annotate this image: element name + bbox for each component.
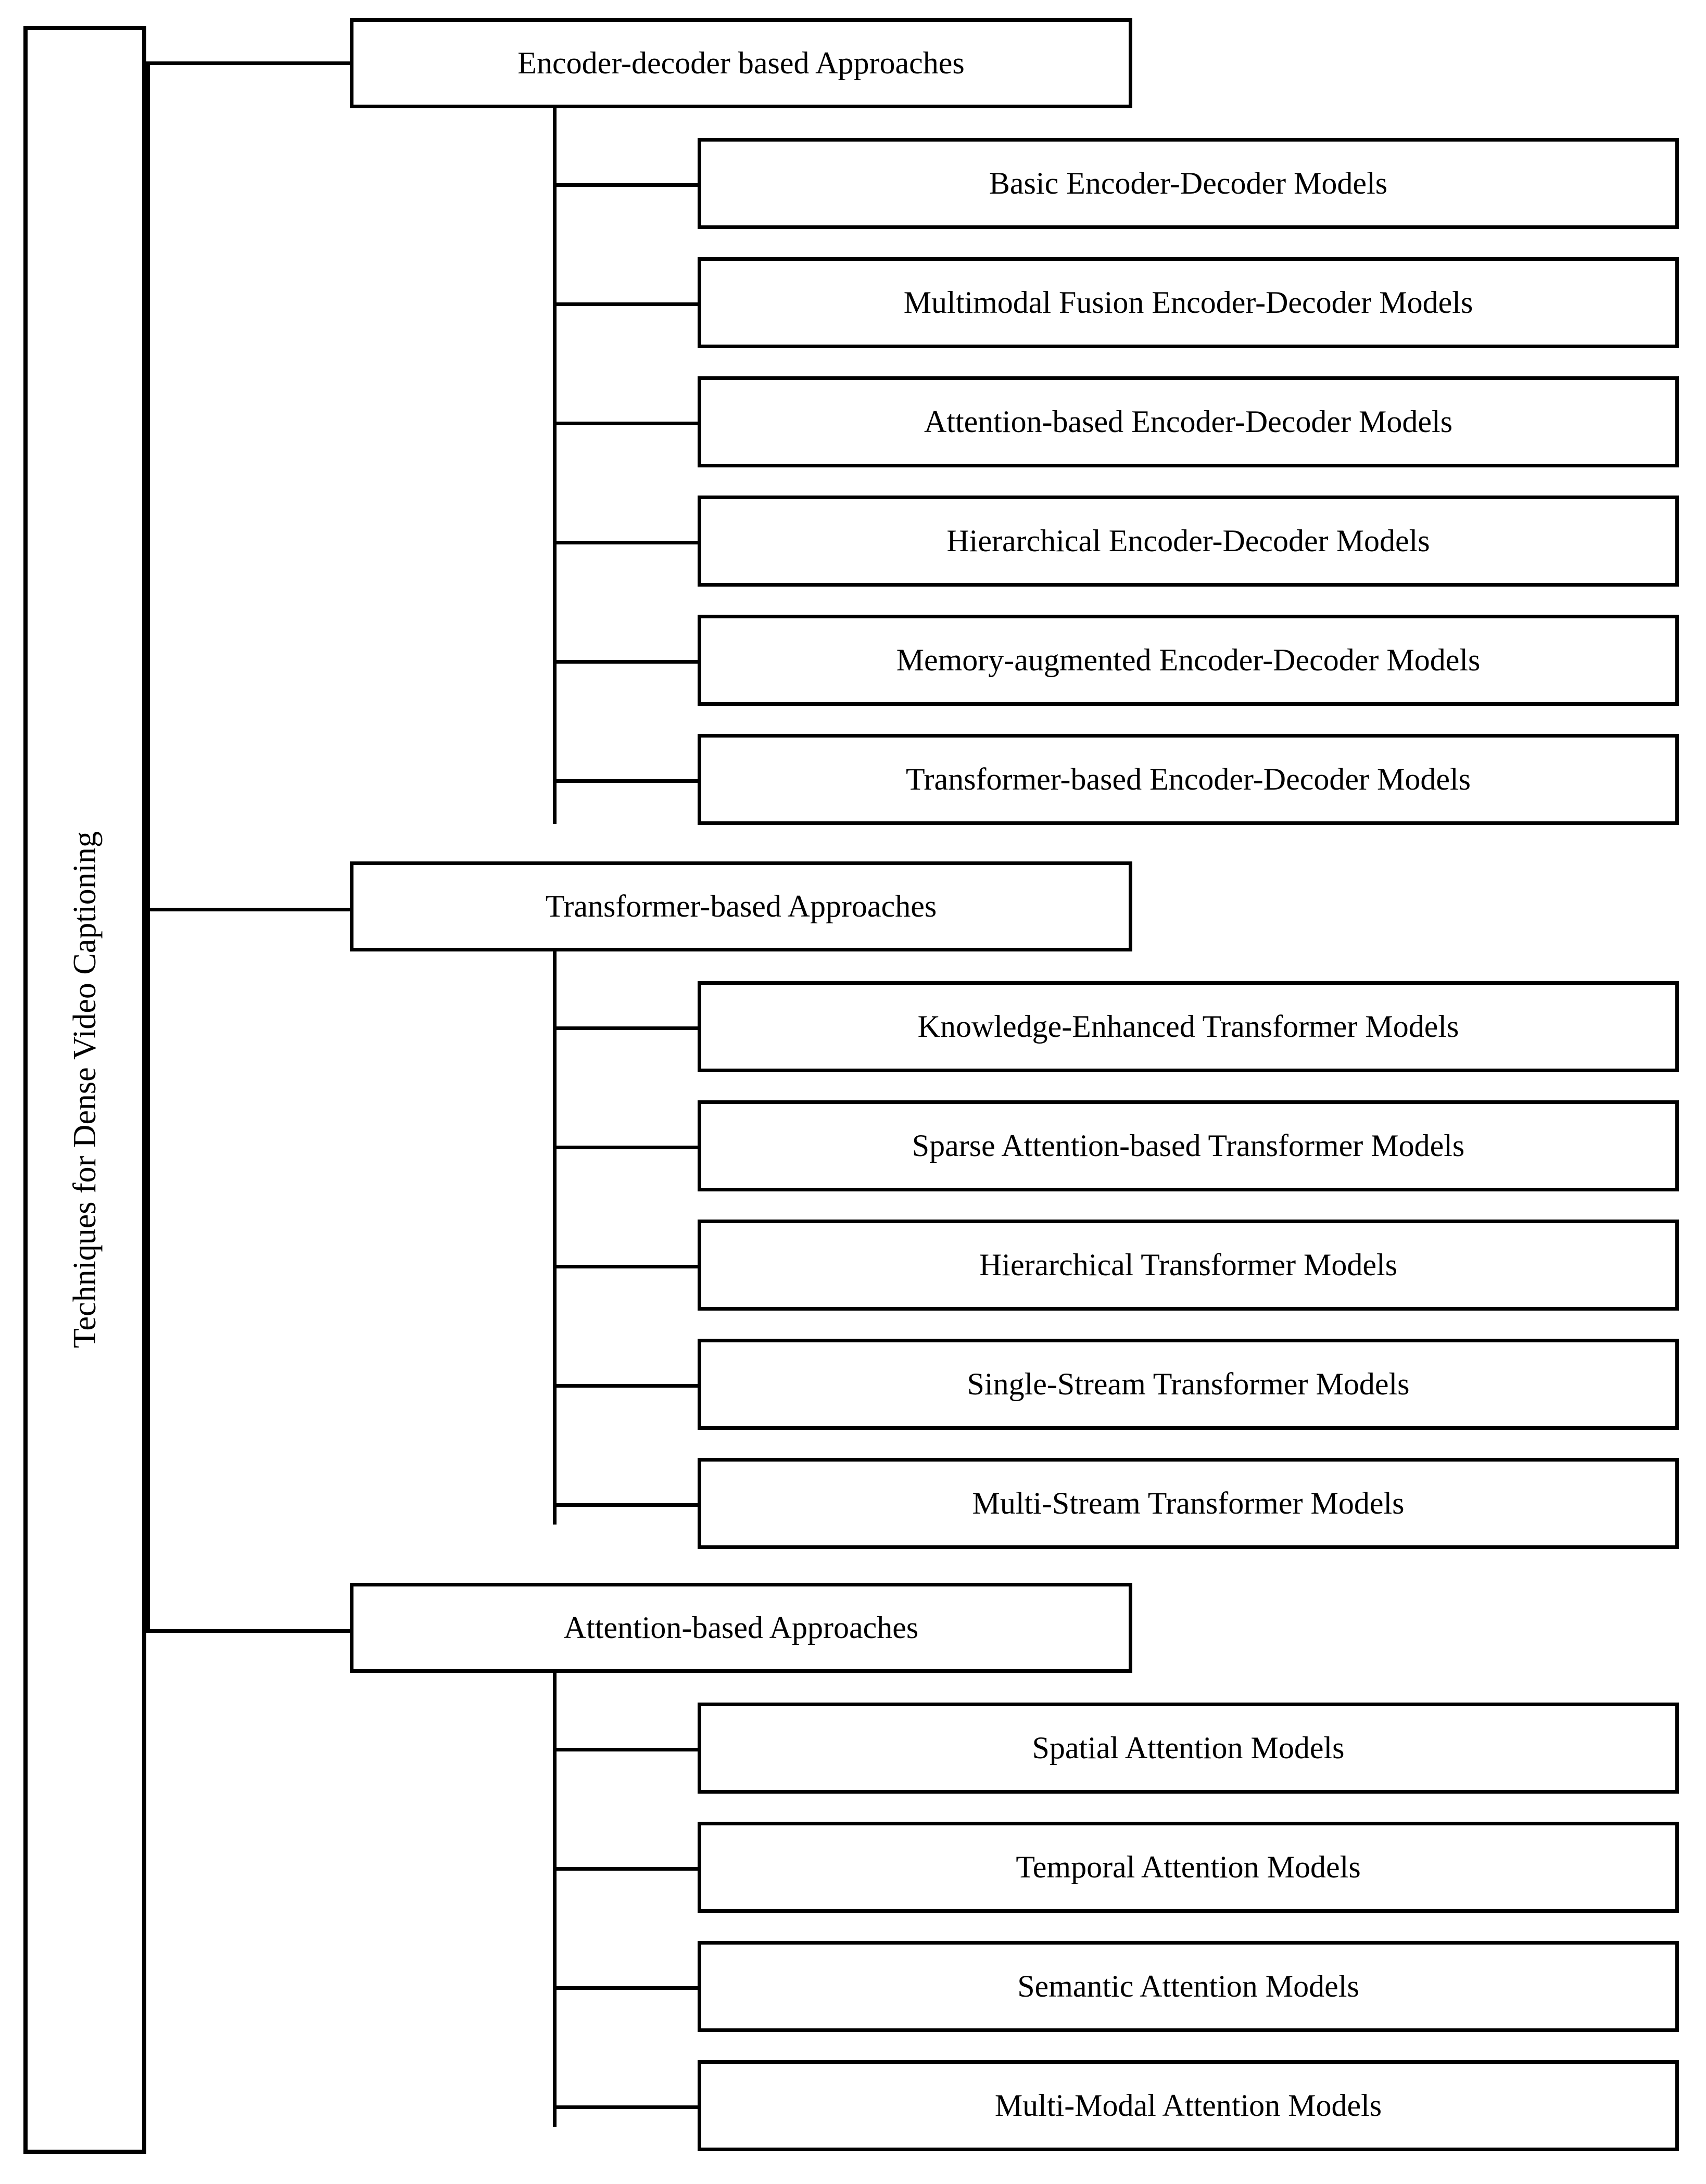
leaf-node-label: Multimodal Fusion Encoder-Decoder Models [903, 285, 1473, 320]
leaf-node-semantic-attention-models[interactable]: Semantic Attention Models [698, 1941, 1679, 2032]
leaf-node-attention-based-encoder-decoder-models[interactable]: Attention-based Encoder-Decoder Models [698, 376, 1679, 467]
category-2-child-5-line [553, 1503, 701, 1507]
category-node-encoder-decoder-based-approaches[interactable]: Encoder-decoder based Approaches [350, 18, 1132, 108]
leaf-node-multi-stream-transformer-models[interactable]: Multi-Stream Transformer Models [698, 1458, 1679, 1549]
root-to-category-1-line [146, 61, 352, 65]
leaf-node-label: Knowledge-Enhanced Transformer Models [917, 1009, 1459, 1044]
leaf-node-label: Hierarchical Transformer Models [979, 1248, 1398, 1282]
category-1-child-4-line [553, 541, 701, 544]
category-2-child-2-line [553, 1146, 701, 1149]
leaf-node-memory-augmented-encoder-decoder-models[interactable]: Memory-augmented Encoder-Decoder Models [698, 615, 1679, 706]
category-node-label: Transformer-based Approaches [545, 889, 937, 923]
leaf-node-label: Attention-based Encoder-Decoder Models [924, 404, 1453, 439]
category-3-child-4-line [553, 2105, 701, 2109]
category-1-child-2-line [553, 302, 701, 306]
leaf-node-multimodal-fusion-encoder-decoder-models[interactable]: Multimodal Fusion Encoder-Decoder Models [698, 257, 1679, 348]
leaf-node-label: Transformer-based Encoder-Decoder Models [905, 762, 1471, 796]
category-3-trunk-line [553, 1673, 557, 2127]
leaf-node-single-stream-transformer-models[interactable]: Single-Stream Transformer Models [698, 1339, 1679, 1430]
root-to-category-2-line [146, 908, 352, 911]
root-node-techniques-for-dense-video-captioning[interactable]: Techniques for Dense Video Captioning [23, 26, 146, 2154]
category-2-child-3-line [553, 1265, 701, 1268]
leaf-node-label: Basic Encoder-Decoder Models [989, 166, 1388, 200]
leaf-node-label: Temporal Attention Models [1016, 1850, 1361, 1884]
category-node-transformer-based-approaches[interactable]: Transformer-based Approaches [350, 861, 1132, 951]
category-1-child-5-line [553, 660, 701, 664]
leaf-node-label: Hierarchical Encoder-Decoder Models [946, 524, 1430, 558]
leaf-node-multi-modal-attention-models[interactable]: Multi-Modal Attention Models [698, 2060, 1679, 2151]
root-node-label: Techniques for Dense Video Captioning [67, 831, 103, 1349]
category-2-child-1-line [553, 1026, 701, 1030]
category-node-label: Encoder-decoder based Approaches [517, 46, 965, 80]
leaf-node-label: Semantic Attention Models [1017, 1969, 1359, 2003]
leaf-node-hierarchical-transformer-models[interactable]: Hierarchical Transformer Models [698, 1220, 1679, 1311]
category-1-child-3-line [553, 422, 701, 425]
category-node-label: Attention-based Approaches [563, 1610, 919, 1645]
category-3-child-3-line [553, 1986, 701, 1990]
category-1-child-6-line [553, 779, 701, 783]
category-2-trunk-line [553, 951, 557, 1525]
leaf-node-label: Multi-Modal Attention Models [994, 2088, 1382, 2123]
leaf-node-knowledge-enhanced-transformer-models[interactable]: Knowledge-Enhanced Transformer Models [698, 981, 1679, 1072]
leaf-node-label: Multi-Stream Transformer Models [972, 1486, 1405, 1520]
leaf-node-hierarchical-encoder-decoder-models[interactable]: Hierarchical Encoder-Decoder Models [698, 496, 1679, 587]
leaf-node-label: Spatial Attention Models [1032, 1731, 1345, 1765]
leaf-node-spatial-attention-models[interactable]: Spatial Attention Models [698, 1703, 1679, 1794]
root-trunk-line [146, 64, 150, 1631]
category-3-child-1-line [553, 1748, 701, 1751]
category-node-attention-based-approaches[interactable]: Attention-based Approaches [350, 1583, 1132, 1673]
category-1-trunk-line [553, 108, 557, 824]
leaf-node-basic-encoder-decoder-models[interactable]: Basic Encoder-Decoder Models [698, 138, 1679, 229]
category-1-child-1-line [553, 183, 701, 187]
leaf-node-sparse-attention-based-transformer-models[interactable]: Sparse Attention-based Transformer Model… [698, 1100, 1679, 1191]
category-2-child-4-line [553, 1384, 701, 1388]
category-3-child-2-line [553, 1867, 701, 1871]
leaf-node-label: Single-Stream Transformer Models [967, 1367, 1410, 1401]
leaf-node-temporal-attention-models[interactable]: Temporal Attention Models [698, 1822, 1679, 1913]
leaf-node-label: Memory-augmented Encoder-Decoder Models [896, 643, 1481, 677]
leaf-node-transformer-based-encoder-decoder-models[interactable]: Transformer-based Encoder-Decoder Models [698, 734, 1679, 825]
root-to-category-3-line [146, 1629, 352, 1633]
leaf-node-label: Sparse Attention-based Transformer Model… [912, 1128, 1465, 1163]
